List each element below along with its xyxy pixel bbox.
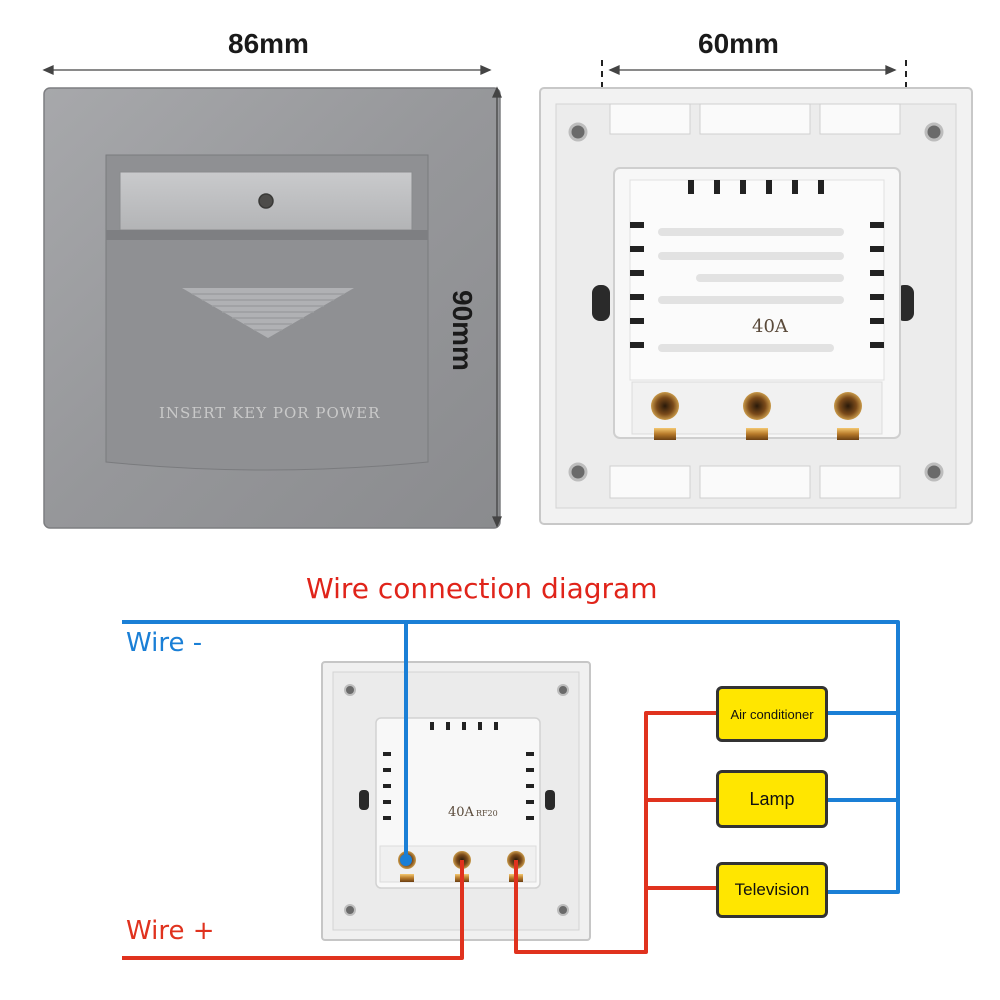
front-slot-text: INSERT KEY POR POWER <box>159 404 381 422</box>
front-panel <box>43 87 501 529</box>
wire-negative-label: Wire - <box>126 628 203 658</box>
wire-positive-label: Wire + <box>126 916 215 946</box>
wiring-switch <box>321 661 591 941</box>
module-model: RF20 <box>475 809 498 818</box>
positive-wires <box>122 711 716 960</box>
back-module-label: 40A <box>752 316 788 337</box>
load-lamp: Lamp <box>716 770 828 828</box>
width-back-label: 60mm <box>698 28 779 59</box>
width-front-label: 86mm <box>228 28 309 59</box>
module-rating: 40A <box>448 805 474 820</box>
terminal-block <box>631 381 883 440</box>
diagram-title: Wire connection diagram <box>306 572 658 605</box>
indicator-led <box>258 193 274 209</box>
negative-terminal <box>400 854 412 866</box>
negative-wires <box>122 620 900 894</box>
insert-arrow-icon <box>182 288 354 338</box>
dimension-lines <box>42 60 907 528</box>
height-front-label: 90mm <box>447 290 478 371</box>
load-air-conditioner: Air conditioner <box>716 686 828 742</box>
back-panel <box>539 87 973 525</box>
load-television: Television <box>716 862 828 918</box>
